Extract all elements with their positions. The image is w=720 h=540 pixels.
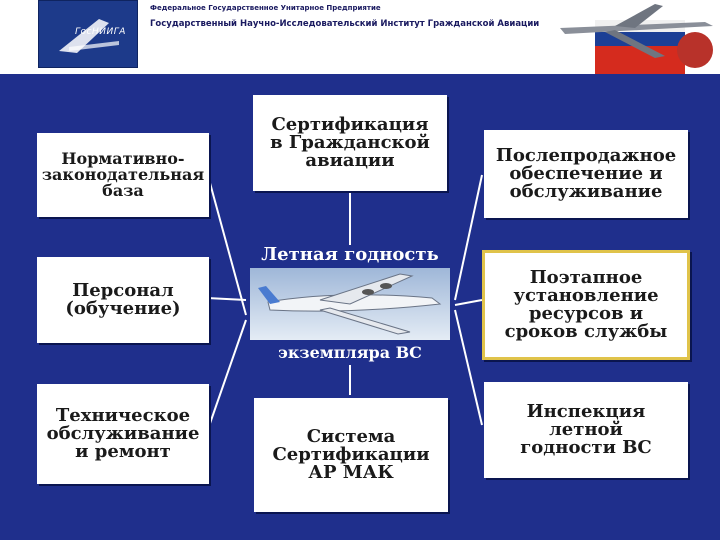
aircraft-logo-icon — [59, 19, 119, 53]
box-line: АР МАК — [308, 462, 394, 483]
box-line: Сертификации — [272, 444, 430, 465]
box-line: Послепродажное — [495, 145, 677, 166]
box-line: обеспечение и — [509, 163, 663, 184]
box-line: летной — [549, 419, 623, 440]
airliner-with-flag-icon — [560, 4, 713, 74]
box-line: авиации — [305, 150, 395, 171]
after-sales-box: Послепродажное обеспечение и обслуживани… — [484, 130, 688, 218]
box-line: обслуживание — [46, 423, 200, 444]
box-line: и ремонт — [75, 441, 171, 462]
box-line: обслуживание — [509, 181, 663, 202]
cargo-aircraft-icon — [250, 268, 450, 340]
box-line: Система — [306, 426, 396, 447]
personnel-box: Персонал (обучение) — [37, 257, 209, 343]
box-line: Сертификация — [271, 114, 429, 135]
inspection-box: Инспекция летной годности ВС — [484, 382, 688, 478]
box-line: ресурсов и — [528, 303, 644, 324]
header-banner: ГосНИИГА Федеральное Государственное Уни… — [0, 0, 720, 74]
airworthiness-title: Летная годность — [261, 244, 439, 265]
box-line: сроков службы — [504, 321, 668, 342]
box-line: Нормативно- — [61, 149, 185, 168]
box-line: годности ВС — [520, 437, 652, 458]
maintenance-box: Техническое обслуживание и ремонт — [37, 384, 209, 484]
box-line: Техническое — [55, 405, 191, 426]
box-line: база — [102, 181, 144, 200]
legal-framework-box: Нормативно- законодательная база — [37, 133, 209, 217]
header-title: Государственный Научно-Исследовательский… — [150, 19, 540, 29]
logo-text: ГосНИИГА — [75, 27, 126, 37]
box-line: установление — [513, 285, 659, 306]
box-line: законодательная — [41, 165, 205, 184]
service-life-box: Поэтапное установление ресурсов и сроков… — [482, 250, 690, 360]
box-line: Инспекция — [526, 401, 646, 422]
box-line: в Гражданской — [270, 132, 430, 153]
certification-system-box: Система Сертификации АР МАК — [254, 398, 448, 512]
certification-box: Сертификация в Гражданской авиации — [253, 95, 447, 191]
box-line: Персонал — [72, 280, 174, 301]
box-line: (обучение) — [65, 298, 181, 319]
header-subtitle: Федеральное Государственное Унитарное Пр… — [150, 4, 381, 12]
airworthiness-subtitle: экземпляра ВС — [278, 343, 422, 362]
box-line: Поэтапное — [529, 267, 643, 288]
institute-logo: ГосНИИГА — [38, 0, 138, 68]
